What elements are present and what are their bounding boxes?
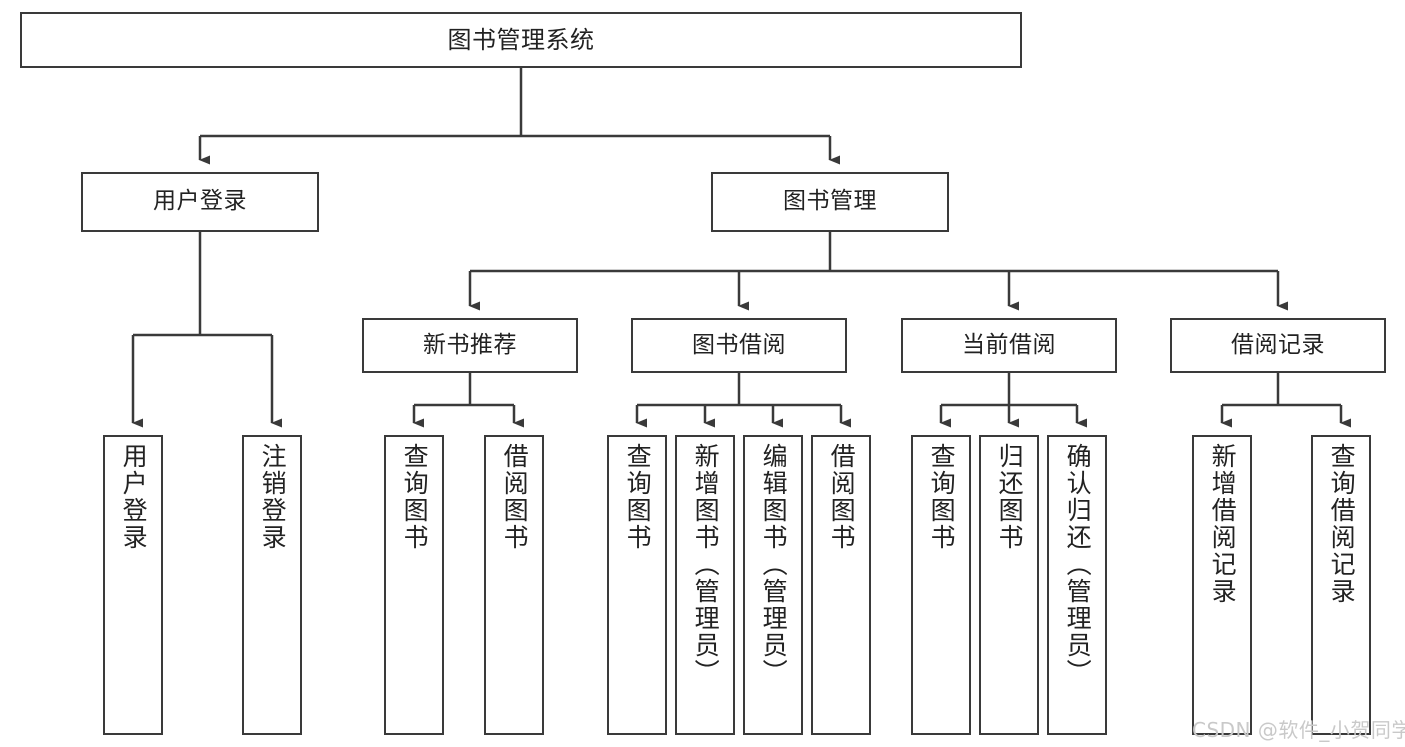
node-new-book-recommend[interactable]: 新书推荐 bbox=[362, 318, 578, 373]
leaf-query-borrow-record-label: 查询借阅记录 bbox=[1327, 443, 1357, 605]
node-root-system[interactable]: 图书管理系统 bbox=[20, 12, 1022, 68]
node-new-book-recommend-label: 新书推荐 bbox=[423, 331, 517, 358]
node-root-label: 图书管理系统 bbox=[447, 25, 595, 54]
node-book-management[interactable]: 图书管理 bbox=[711, 172, 949, 232]
node-current-borrow-label: 当前借阅 bbox=[962, 331, 1056, 358]
leaf-query-book-current-label: 查询图书 bbox=[927, 443, 957, 551]
node-user-login-label: 用户登录 bbox=[153, 188, 247, 215]
leaf-user-login-label: 用户登录 bbox=[119, 443, 149, 551]
node-borrow-record[interactable]: 借阅记录 bbox=[1170, 318, 1386, 373]
node-current-borrow[interactable]: 当前借阅 bbox=[901, 318, 1117, 373]
leaf-confirm-return-admin[interactable]: 确认归还（管理员） bbox=[1047, 435, 1107, 735]
node-user-login[interactable]: 用户登录 bbox=[81, 172, 319, 232]
node-book-borrow-label: 图书借阅 bbox=[692, 331, 786, 358]
leaf-borrow-book-newbook[interactable]: 借阅图书 bbox=[484, 435, 544, 735]
leaf-add-book-admin-label: 新增图书（管理员） bbox=[691, 443, 721, 686]
leaf-query-borrow-record[interactable]: 查询借阅记录 bbox=[1311, 435, 1371, 735]
leaf-query-book-current[interactable]: 查询图书 bbox=[911, 435, 971, 735]
leaf-add-borrow-record-label: 新增借阅记录 bbox=[1208, 443, 1238, 605]
leaf-user-logout[interactable]: 注销登录 bbox=[242, 435, 302, 735]
leaf-user-logout-label: 注销登录 bbox=[258, 443, 288, 551]
node-borrow-record-label: 借阅记录 bbox=[1231, 331, 1325, 358]
node-book-management-label: 图书管理 bbox=[783, 188, 877, 215]
leaf-edit-book-admin[interactable]: 编辑图书（管理员） bbox=[743, 435, 803, 735]
leaf-borrow-book-borrow-label: 借阅图书 bbox=[827, 443, 857, 551]
csdn-watermark: CSDN @软件_小贺同学 bbox=[1192, 718, 1405, 742]
node-book-borrow[interactable]: 图书借阅 bbox=[631, 318, 847, 373]
leaf-confirm-return-admin-label: 确认归还（管理员） bbox=[1063, 443, 1093, 686]
leaf-borrow-book-newbook-label: 借阅图书 bbox=[500, 443, 530, 551]
leaf-return-book[interactable]: 归还图书 bbox=[979, 435, 1039, 735]
leaf-query-book-newbook[interactable]: 查询图书 bbox=[384, 435, 444, 735]
leaf-return-book-label: 归还图书 bbox=[995, 443, 1025, 551]
leaf-user-login[interactable]: 用户登录 bbox=[103, 435, 163, 735]
leaf-query-book-borrow[interactable]: 查询图书 bbox=[607, 435, 667, 735]
leaf-add-book-admin[interactable]: 新增图书（管理员） bbox=[675, 435, 735, 735]
leaf-edit-book-admin-label: 编辑图书（管理员） bbox=[759, 443, 789, 686]
leaf-add-borrow-record[interactable]: 新增借阅记录 bbox=[1192, 435, 1252, 735]
leaf-borrow-book-borrow[interactable]: 借阅图书 bbox=[811, 435, 871, 735]
leaf-query-book-borrow-label: 查询图书 bbox=[623, 443, 653, 551]
leaf-query-book-newbook-label: 查询图书 bbox=[400, 443, 430, 551]
